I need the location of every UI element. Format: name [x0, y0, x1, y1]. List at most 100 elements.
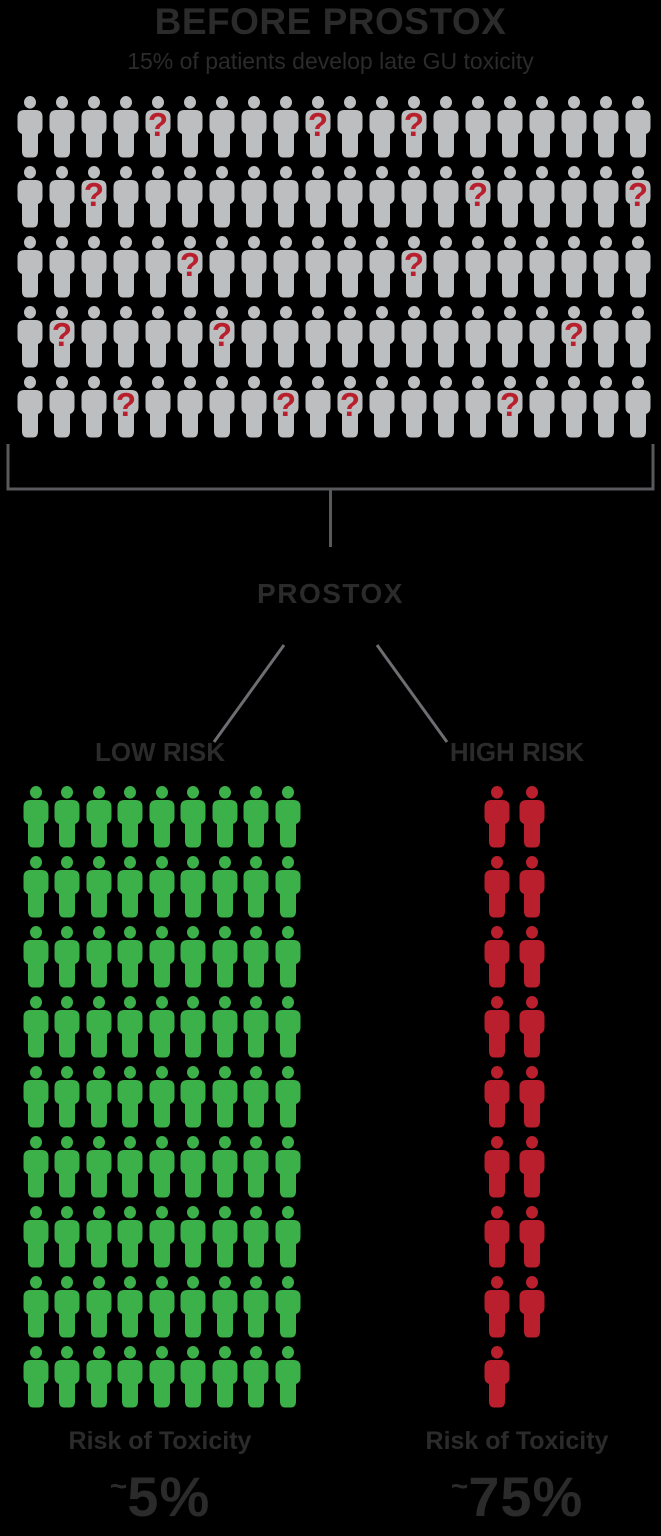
- person-icon: [275, 1276, 301, 1338]
- patient-icon: [590, 236, 622, 306]
- patient-icon: [52, 1136, 84, 1206]
- low-risk-toxicity-label: Risk of Toxicity: [68, 1427, 252, 1455]
- person-icon: [275, 786, 301, 848]
- question-mark: ?: [467, 176, 489, 213]
- person-icon: [625, 236, 651, 298]
- person-icon: [86, 1206, 112, 1268]
- patient-icon: [178, 1136, 210, 1206]
- person-icon: [149, 1206, 175, 1268]
- low-risk-toxicity-value: ~5%: [16, 1456, 304, 1528]
- person-icon: [519, 786, 545, 848]
- patient-icon: [462, 306, 494, 376]
- person-icon: [241, 166, 267, 228]
- patient-icon: [14, 96, 46, 166]
- patient-icon: [78, 306, 110, 376]
- patient-icon: [14, 166, 46, 236]
- patient-icon: [272, 1066, 304, 1136]
- person-icon: [519, 1136, 545, 1198]
- person-icon: [273, 166, 299, 228]
- person-icon: [54, 1066, 80, 1128]
- person-icon: [23, 1066, 49, 1128]
- patient-icon: [20, 1066, 52, 1136]
- patient-icon: [78, 376, 110, 446]
- person-icon: [209, 376, 235, 438]
- subtitle: 15% of patients develop late GU toxicity: [127, 48, 534, 74]
- person-icon: [484, 856, 510, 918]
- patient-icon: [20, 1276, 52, 1346]
- person-icon: [149, 856, 175, 918]
- person-icon: [81, 306, 107, 368]
- patient-icon: [20, 1206, 52, 1276]
- patient-icon: [302, 236, 334, 306]
- person-icon: [86, 926, 112, 988]
- patient-icon: [20, 856, 52, 926]
- question-mark: ?: [339, 386, 361, 423]
- patient-icon: [238, 166, 270, 236]
- person-icon: [49, 376, 75, 438]
- patient-icon: [46, 96, 78, 166]
- patient-icon: [270, 306, 302, 376]
- person-icon: [49, 236, 75, 298]
- patient-icon: [178, 856, 210, 926]
- person-icon: [180, 926, 206, 988]
- person-icon: [145, 306, 171, 368]
- patient-icon: ?: [302, 96, 334, 166]
- person-icon: [497, 236, 523, 298]
- person-icon: [243, 1206, 269, 1268]
- patient-icon: [209, 1346, 241, 1416]
- patient-icon: [178, 1276, 210, 1346]
- person-icon: [401, 306, 427, 368]
- branch-line-right: [375, 644, 449, 743]
- patient-icon: [238, 96, 270, 166]
- person-icon: [243, 1136, 269, 1198]
- person-icon: [243, 786, 269, 848]
- person-icon: [177, 166, 203, 228]
- patient-icon: [146, 1066, 178, 1136]
- patient-icon: [20, 1136, 52, 1206]
- person-icon: [117, 856, 143, 918]
- person-icon: [54, 1276, 80, 1338]
- patient-icon: [241, 1206, 273, 1276]
- person-icon: [149, 996, 175, 1058]
- patient-icon: [514, 1276, 549, 1346]
- before-patient-grid: ???????????????: [14, 96, 654, 446]
- question-mark: ?: [563, 316, 585, 353]
- person-icon: [212, 786, 238, 848]
- person-icon: [243, 1066, 269, 1128]
- question-mark: ?: [307, 106, 329, 143]
- patient-icon: [142, 236, 174, 306]
- patient-icon: [241, 1066, 273, 1136]
- person-icon: [484, 996, 510, 1058]
- person-icon: [369, 236, 395, 298]
- person-icon: [23, 1206, 49, 1268]
- patient-icon: [270, 166, 302, 236]
- person-icon: [23, 1346, 49, 1408]
- person-icon: [212, 1276, 238, 1338]
- patient-icon: [514, 1206, 549, 1276]
- person-icon: [497, 96, 523, 158]
- person-icon: [180, 1066, 206, 1128]
- patient-icon: [514, 786, 549, 856]
- person-icon: [86, 1066, 112, 1128]
- patient-icon: [366, 376, 398, 446]
- person-icon: [54, 996, 80, 1058]
- patient-icon: [622, 306, 654, 376]
- patient-icon: [46, 376, 78, 446]
- approx-tilde: ~: [109, 1470, 128, 1503]
- patient-icon: ?: [334, 376, 366, 446]
- person-icon: [212, 1066, 238, 1128]
- question-mark: ?: [115, 386, 137, 423]
- person-icon: [180, 856, 206, 918]
- patient-icon: [334, 236, 366, 306]
- high-risk-result: Risk of Toxicity ~75%: [405, 1426, 629, 1528]
- question-mark: ?: [179, 246, 201, 283]
- high-risk-percentage: 75%: [468, 1465, 584, 1528]
- patient-icon: ?: [622, 166, 654, 236]
- patient-icon: [479, 996, 514, 1066]
- person-icon: [113, 166, 139, 228]
- patient-icon: ?: [270, 376, 302, 446]
- patient-icon: [270, 96, 302, 166]
- person-icon: [401, 376, 427, 438]
- patient-icon: [241, 926, 273, 996]
- person-icon: [484, 926, 510, 988]
